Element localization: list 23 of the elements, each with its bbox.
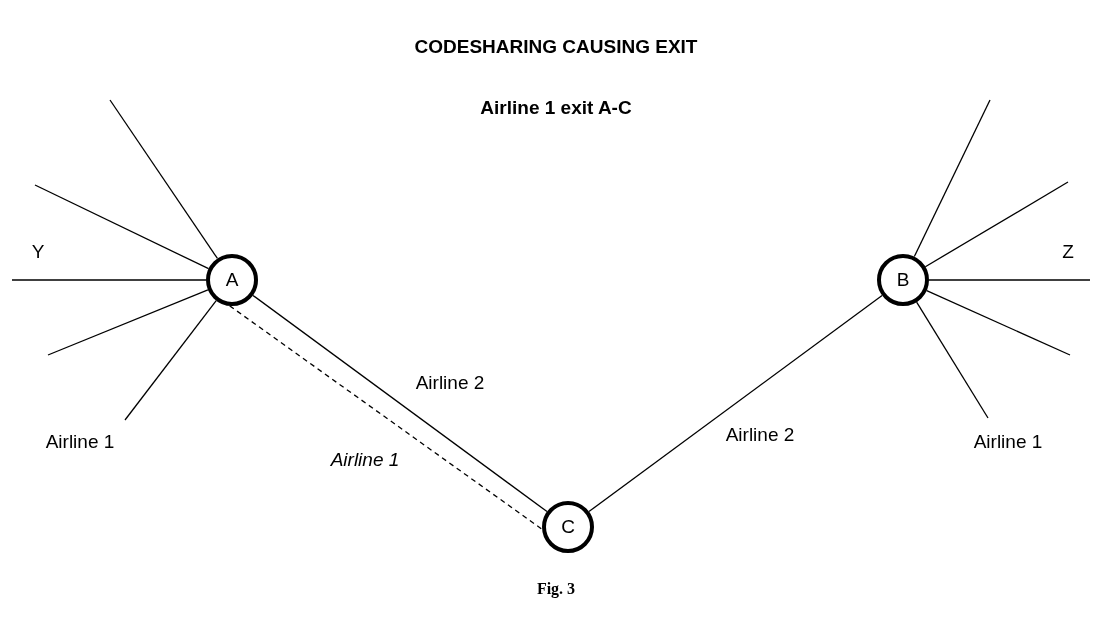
route-line [926,290,1071,356]
route-line [916,301,989,419]
route-line [34,184,210,270]
figure-caption: Fig. 3 [536,580,576,597]
dashed-route-line [229,305,543,530]
route-label: Airline 1 [973,431,1043,453]
subtitle: Airline 1 exit A-C [480,97,632,119]
route-line [924,181,1069,268]
route-label: Y [31,241,45,263]
airport-node: A [206,254,258,306]
route-label: Airline 1 [45,431,115,453]
route-line [124,300,217,421]
route-line [11,279,207,281]
route-label: Z [1062,241,1074,263]
route-line [252,294,548,513]
route-line [928,279,1091,281]
airport-node: C [542,501,594,553]
route-line [588,294,883,513]
route-line [109,99,219,260]
title: CODESHARING CAUSING EXIT [414,36,698,57]
route-line [913,99,991,258]
airport-node: B [877,254,929,306]
route-line [47,289,209,356]
